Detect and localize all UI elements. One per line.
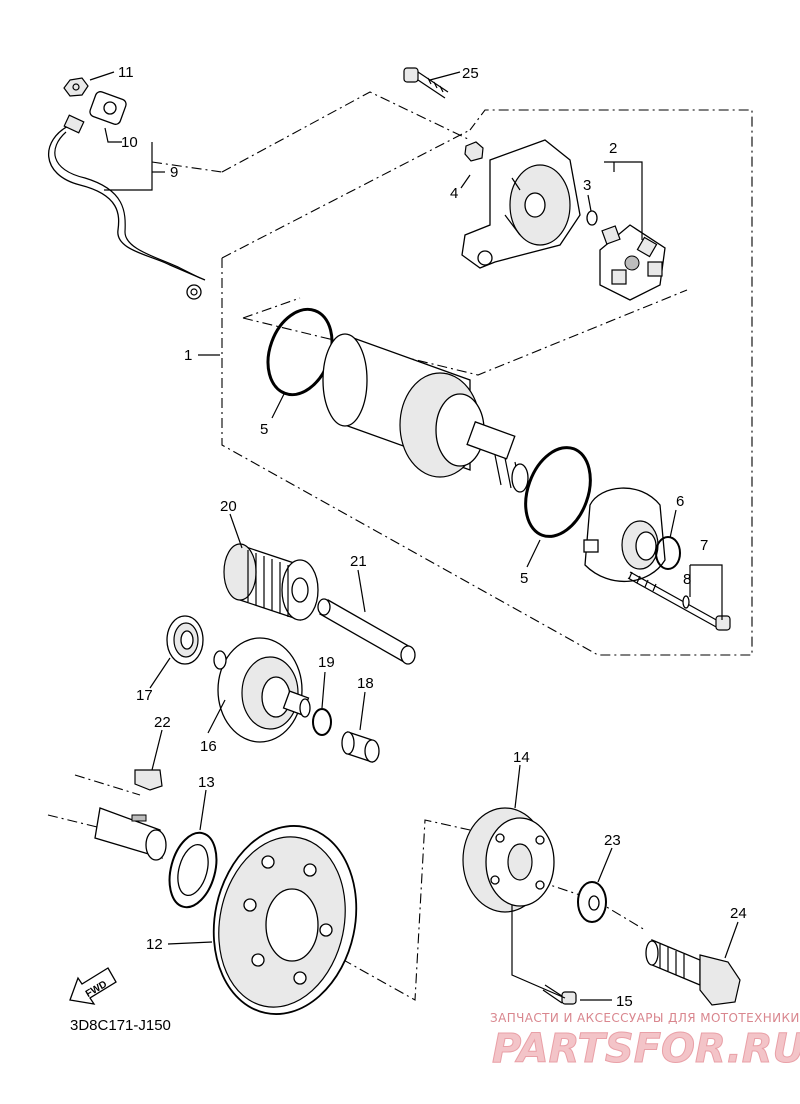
- callout-25: 25: [462, 65, 479, 82]
- starter-clutch-gear-20: [223, 543, 319, 621]
- crankshaft-end: [94, 807, 167, 861]
- diagram-code: 3D8C171-J150: [70, 1017, 171, 1034]
- callout-numbers: 11 10 9 1 25 4 2 3 5 5 6 7 8 20 21 17 16…: [118, 64, 747, 1010]
- o-ring-6: [655, 536, 681, 570]
- starter-motor-yoke: [322, 333, 529, 493]
- callout-16: 16: [200, 738, 217, 755]
- callout-22: 22: [154, 714, 171, 731]
- washer-13: [168, 831, 218, 909]
- callout-19: 19: [318, 654, 335, 671]
- callout-2: 2: [609, 140, 617, 157]
- watermark-tagline: ЗАПЧАСТИ И АКСЕССУАРЫ ДЛЯ МОТОТЕХНИКИ: [490, 1011, 800, 1025]
- callout-23: 23: [604, 832, 621, 849]
- brush-holder-2: [599, 224, 666, 301]
- woodruff-key-22: [134, 769, 163, 791]
- screw-15: [542, 984, 577, 1005]
- watermark: ЗАПЧАСТИ И АКСЕССУАРЫ ДЛЯ МОТОТЕХНИКИ PA…: [490, 1011, 800, 1073]
- one-way-clutch-16: [213, 637, 311, 743]
- callout-5-lower: 5: [520, 570, 528, 587]
- callout-6: 6: [676, 493, 684, 510]
- callout-13: 13: [198, 774, 215, 791]
- starter-lead-wire: [47, 77, 206, 300]
- bolt-7: [627, 571, 731, 631]
- callout-9: 9: [170, 164, 178, 181]
- callout-14: 14: [513, 749, 530, 766]
- washer-23: [577, 881, 607, 923]
- callout-11: 11: [118, 64, 134, 81]
- bearing-17: [166, 615, 204, 665]
- callout-10: 10: [121, 134, 138, 151]
- nut-4: [464, 141, 484, 162]
- callout-1: 1: [184, 347, 192, 364]
- nut-11: [63, 77, 89, 97]
- assembly-boundary-lines: [47, 91, 753, 1001]
- flange-bolt-24: [645, 939, 741, 1006]
- callout-3: 3: [583, 177, 591, 194]
- front-cover: [583, 487, 666, 583]
- callout-24: 24: [730, 905, 747, 922]
- starter-wheel-gear-12: [212, 825, 358, 1015]
- leader-lines: [89, 71, 739, 1001]
- shaft-21: [317, 598, 416, 665]
- callout-5-upper: 5: [260, 421, 268, 438]
- washer-3: [586, 210, 598, 226]
- watermark-brand: PARTSFOR.RU: [492, 1026, 800, 1072]
- callout-4: 4: [450, 185, 458, 202]
- o-ring-5-lower: [524, 446, 592, 538]
- needle-bearing-18: [341, 731, 380, 763]
- callout-21: 21: [350, 553, 367, 570]
- washer-19: [312, 708, 332, 736]
- callout-7: 7: [700, 537, 708, 554]
- callout-18: 18: [357, 675, 374, 692]
- callout-20: 20: [220, 498, 237, 515]
- forward-arrow-icon: FWD: [69, 967, 117, 1005]
- callout-17: 17: [136, 687, 153, 704]
- bolt-25: [403, 67, 449, 99]
- callout-8: 8: [683, 571, 691, 588]
- callout-15: 15: [616, 993, 633, 1010]
- callout-12: 12: [146, 936, 163, 953]
- clutch-housing-14: [462, 807, 555, 913]
- rear-cover: [461, 139, 581, 269]
